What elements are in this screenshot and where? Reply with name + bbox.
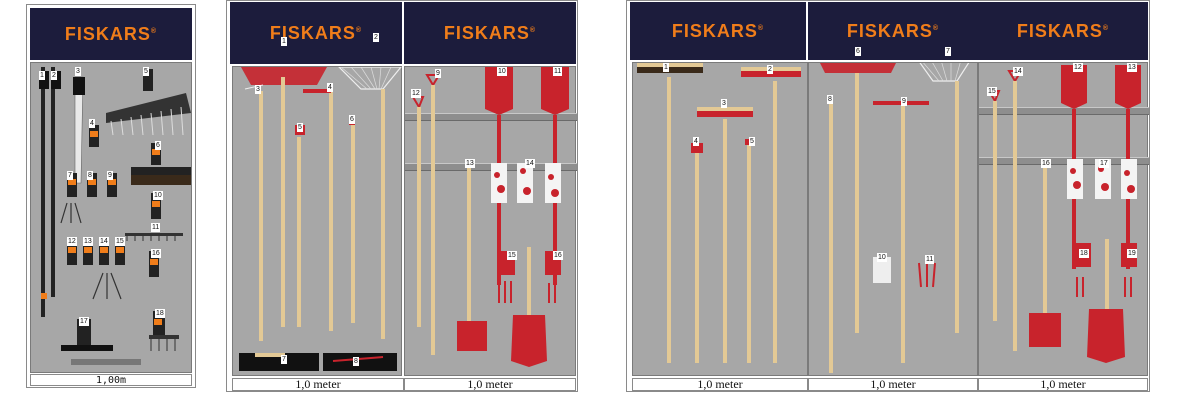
width-label: 1,0 meter: [632, 377, 808, 391]
tool-number: 15: [115, 237, 125, 246]
pegboard-panel: 12 13 14 15 16 17 18 19: [978, 62, 1149, 376]
tool-number: 1: [281, 37, 287, 46]
tool-number: 3: [75, 67, 81, 76]
pegboard-panel: 1 2 3 4 5: [632, 62, 808, 376]
width-label: 1,00m: [30, 374, 192, 386]
tool-number: 4: [693, 137, 699, 146]
brand-logo: FISKARS®: [64, 23, 158, 44]
tool-number: 7: [281, 355, 287, 364]
brand-logo: FISKARS®: [846, 20, 940, 41]
small-tools-drawing: [39, 67, 191, 365]
width-label: 1,0 meter: [808, 377, 978, 391]
tool-number: 14: [99, 237, 109, 246]
tool-number: 17: [79, 317, 89, 326]
tool-number: 7: [67, 171, 73, 180]
brand-header: FISKARS®: [404, 2, 576, 64]
long-tools-drawing: [239, 67, 402, 371]
pegboard-panel: 6 7 8 9 10 11: [808, 47, 978, 376]
tool-number: 4: [89, 119, 95, 128]
shelf-bar: [405, 113, 577, 121]
tool-number: 11: [553, 67, 563, 76]
tool-number: 9: [901, 97, 907, 106]
tool-number: 1: [663, 63, 669, 72]
display-right: [626, 0, 1150, 392]
tool-number: 12: [67, 237, 77, 246]
tool-number: 19: [1127, 249, 1137, 258]
brand-logo: FISKARS®: [269, 22, 363, 43]
tool-number: 5: [749, 137, 755, 146]
tool-number: 11: [925, 255, 935, 264]
display-narrow: [26, 4, 196, 388]
tool-number: 13: [465, 159, 475, 168]
tool-number: 8: [827, 95, 833, 104]
display-middle: [226, 0, 578, 392]
tool-number: 13: [83, 237, 93, 246]
tool-number: 8: [353, 357, 359, 366]
pegboard-panel: 1 2 3 4 5 6 7 8 9 10 11 12 13 14 15 16 1…: [30, 62, 192, 373]
tool-number: 2: [373, 33, 379, 42]
brand-logo: FISKARS®: [671, 20, 765, 41]
tool-number: 10: [497, 67, 507, 76]
shelf-bar: [979, 107, 1149, 115]
brand-header: FISKARS®: [808, 2, 978, 60]
tool-number: 12: [411, 89, 421, 98]
tool-number: 9: [435, 69, 441, 78]
brand-header: FISKARS®: [978, 2, 1148, 60]
width-label: 1,0 meter: [232, 377, 404, 391]
tool-number: 3: [721, 99, 727, 108]
tool-number: 16: [151, 249, 161, 258]
tool-number: 5: [143, 67, 149, 76]
tool-number: 5: [297, 123, 303, 132]
brand-logo: FISKARS®: [443, 22, 537, 43]
spades-drawing: [411, 67, 569, 367]
tool-number: 10: [153, 191, 163, 200]
tool-number: 15: [987, 87, 997, 96]
width-label: 1,0 meter: [404, 377, 576, 391]
tool-number: 2: [51, 71, 57, 80]
width-label: 1,0 meter: [978, 377, 1148, 391]
tool-number: 6: [155, 141, 161, 150]
tool-number: 14: [1013, 67, 1023, 76]
tool-number: 6: [855, 47, 861, 56]
tool-number: 17: [1099, 159, 1109, 168]
brand-logo: FISKARS®: [1016, 20, 1110, 41]
tool-number: 10: [877, 253, 887, 262]
brand-header: FISKARS®: [630, 2, 806, 60]
pegboard-panel: 1 2 3 4 5 6 7 8: [232, 33, 402, 376]
tool-number: 14: [525, 159, 535, 168]
tool-number: 16: [1041, 159, 1051, 168]
tool-number: 9: [107, 171, 113, 180]
tool-number: 7: [945, 47, 951, 56]
pegboard-panel: 9 10 11 12 13 14 15 16: [404, 66, 577, 376]
tool-number: 8: [87, 171, 93, 180]
tool-number: 11: [151, 223, 161, 232]
tool-number: 13: [1127, 63, 1137, 72]
tool-number: 2: [767, 65, 773, 74]
tool-number: 15: [507, 251, 517, 260]
tool-number: 6: [349, 115, 355, 124]
tool-number: 3: [255, 85, 261, 94]
tool-number: 1: [39, 71, 45, 80]
tool-number: 18: [155, 309, 165, 318]
tool-number: 12: [1073, 63, 1083, 72]
rakes-drawing: [820, 63, 970, 373]
brushes-drawing: [637, 63, 801, 363]
shelf-bar: [979, 157, 1149, 165]
spades-drawing: [987, 65, 1141, 363]
tool-number: 4: [327, 83, 333, 92]
brand-header: FISKARS®: [30, 8, 192, 60]
tool-number: 16: [553, 251, 563, 260]
tool-number: 18: [1079, 249, 1089, 258]
